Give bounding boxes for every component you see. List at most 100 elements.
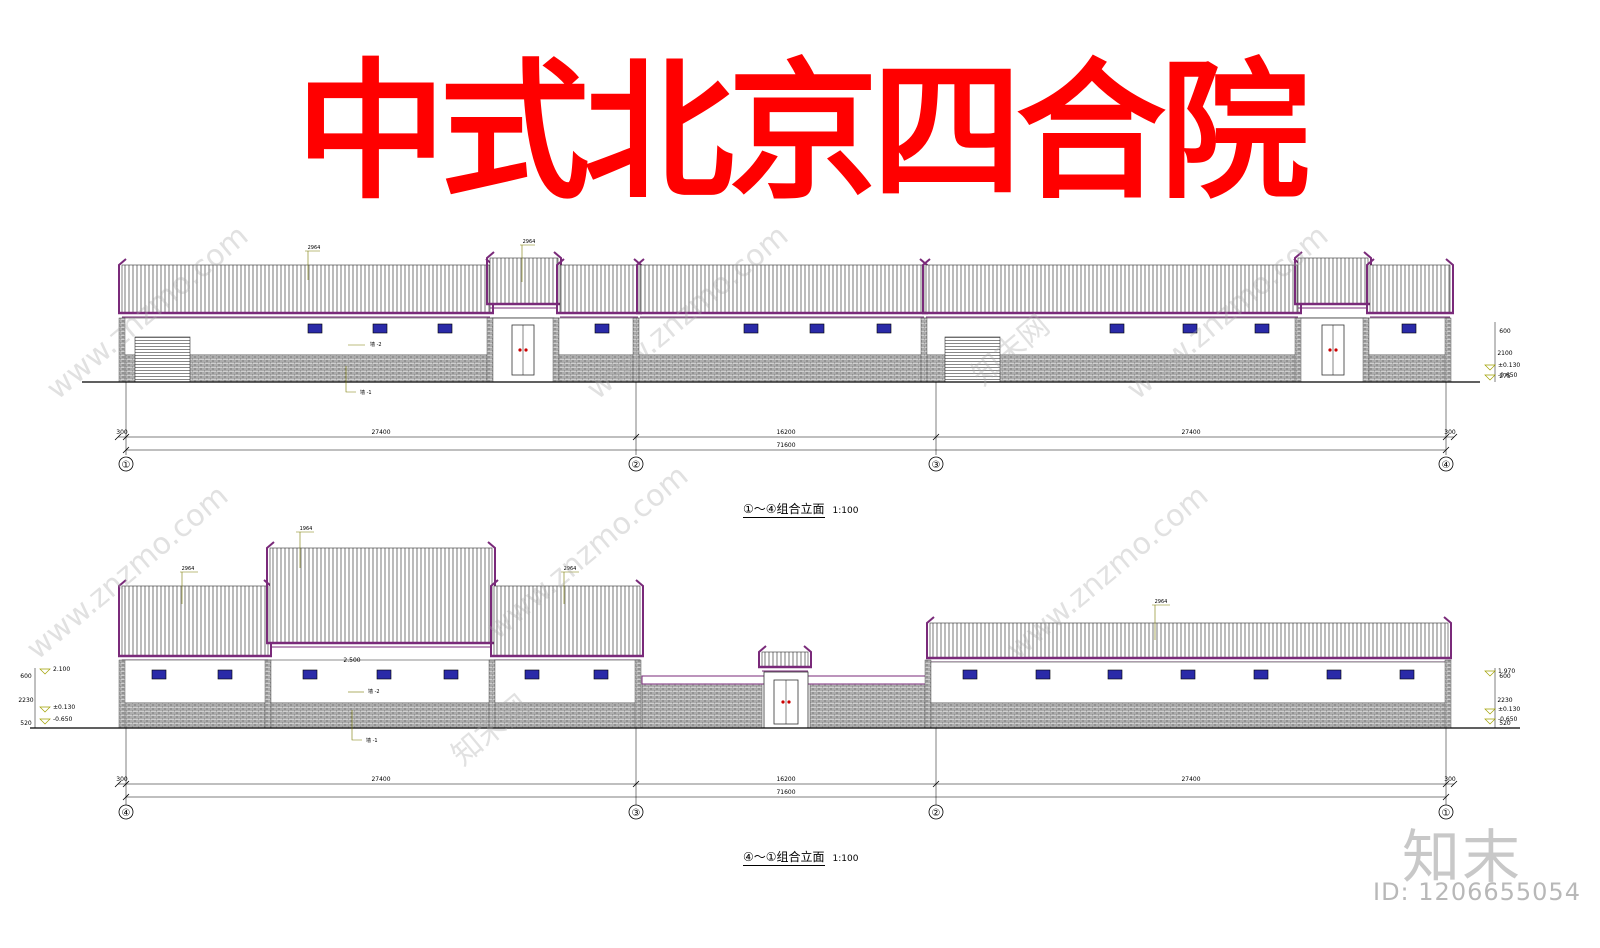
door-knocker <box>524 348 528 352</box>
dim-value: 71600 <box>776 789 795 796</box>
courtyard-wall-east <box>809 675 931 729</box>
dim-value: 300 <box>116 776 128 783</box>
level-value: -0.650 <box>1498 716 1518 723</box>
roof-ridge-end <box>486 251 495 304</box>
leader <box>351 710 362 741</box>
note-text: 2964 <box>523 239 536 245</box>
roof-ridge-end <box>1294 251 1303 304</box>
steps-west <box>134 336 191 383</box>
steps-east <box>944 336 1001 383</box>
note-text: 墙 -2 <box>370 341 382 348</box>
level-value: 1.970 <box>1498 668 1515 675</box>
pillar <box>118 317 126 383</box>
caption-label: ④～①组合立面 <box>743 850 825 866</box>
axis-label: ② <box>632 460 641 471</box>
roof-west-wing <box>121 264 491 314</box>
window <box>593 669 609 680</box>
roof-ridge-end <box>635 579 644 656</box>
window <box>443 669 459 680</box>
door-knocker <box>787 700 791 704</box>
level-marker <box>39 718 51 725</box>
dim-tick <box>122 446 130 454</box>
window <box>217 669 233 680</box>
dim-tick <box>122 793 130 801</box>
pillar <box>264 659 272 729</box>
roof-courtyard-gate <box>761 651 809 668</box>
window <box>1254 323 1270 334</box>
leader <box>296 531 314 568</box>
dim-value: 27400 <box>371 429 390 436</box>
dim-tick <box>122 780 130 788</box>
axis-label: ② <box>932 808 941 819</box>
note-text: 2964 <box>1155 599 1168 605</box>
axis-label: ③ <box>632 808 641 819</box>
level-value: -0.650 <box>53 716 73 723</box>
side-dim-value: 520 <box>20 720 32 727</box>
side-dim-value: 2230 <box>1497 697 1512 704</box>
pillar <box>632 317 640 383</box>
dim-value: 300 <box>1444 429 1456 436</box>
roof-side-hall-east <box>493 585 641 657</box>
window <box>372 323 388 334</box>
leader <box>561 571 579 604</box>
axis-bubble <box>118 456 134 472</box>
dim-tick <box>122 433 130 441</box>
window <box>524 669 540 680</box>
leader <box>1152 604 1170 640</box>
main-wall <box>121 317 1451 356</box>
pillar <box>634 659 642 729</box>
caption-scale: 1:100 <box>832 506 859 516</box>
level-value: -0.650 <box>1498 372 1518 379</box>
level-marker <box>39 706 51 713</box>
axis-bubble <box>928 804 944 820</box>
roof-gate-1 <box>489 257 559 305</box>
roof-south-row <box>929 622 1449 659</box>
axis-bubble <box>1438 456 1454 472</box>
note-text: 2964 <box>564 566 577 572</box>
window <box>1107 669 1123 680</box>
window <box>1326 669 1342 680</box>
note-text: 墙 -2 <box>368 688 380 695</box>
pillar <box>924 659 932 729</box>
dim-value: 27400 <box>1181 429 1200 436</box>
dim-value: 27400 <box>371 776 390 783</box>
door-knocker <box>518 348 522 352</box>
window <box>594 323 610 334</box>
roof-ridge-end <box>922 258 931 313</box>
pillar <box>552 317 560 383</box>
brick-base <box>929 702 1449 729</box>
door-knocker <box>1334 348 1338 352</box>
leader <box>345 366 356 393</box>
roof-ridge-end <box>118 258 127 313</box>
window <box>1180 669 1196 680</box>
roof-ridge-end <box>490 579 499 656</box>
dim-value: 16200 <box>776 776 795 783</box>
level-value: ±0.130 <box>1498 706 1520 713</box>
dim-value: 300 <box>116 429 128 436</box>
side-dim-value: 2230 <box>18 697 33 704</box>
axis-label: ① <box>1442 808 1451 819</box>
roof-ridge-end <box>926 616 935 658</box>
dim-tick <box>1442 793 1450 801</box>
side-dim-value: 520 <box>1499 720 1511 727</box>
roof-ridge-end <box>1366 258 1375 313</box>
window <box>743 323 759 334</box>
pillar <box>1294 317 1302 383</box>
note-text: 2964 <box>308 245 321 251</box>
level-value: ±0.130 <box>1498 362 1520 369</box>
roof-ridge-end <box>803 645 812 667</box>
roof-ridge-end <box>636 258 645 313</box>
window <box>809 323 825 334</box>
roof-ridge-end <box>556 258 565 313</box>
window <box>876 323 892 334</box>
axis-bubble <box>118 804 134 820</box>
window <box>1182 323 1198 334</box>
roof-ridge-end <box>266 541 275 643</box>
level-marker <box>1484 374 1496 381</box>
window <box>302 669 318 680</box>
pillar <box>1444 659 1452 729</box>
roof-east-wing <box>925 264 1299 314</box>
